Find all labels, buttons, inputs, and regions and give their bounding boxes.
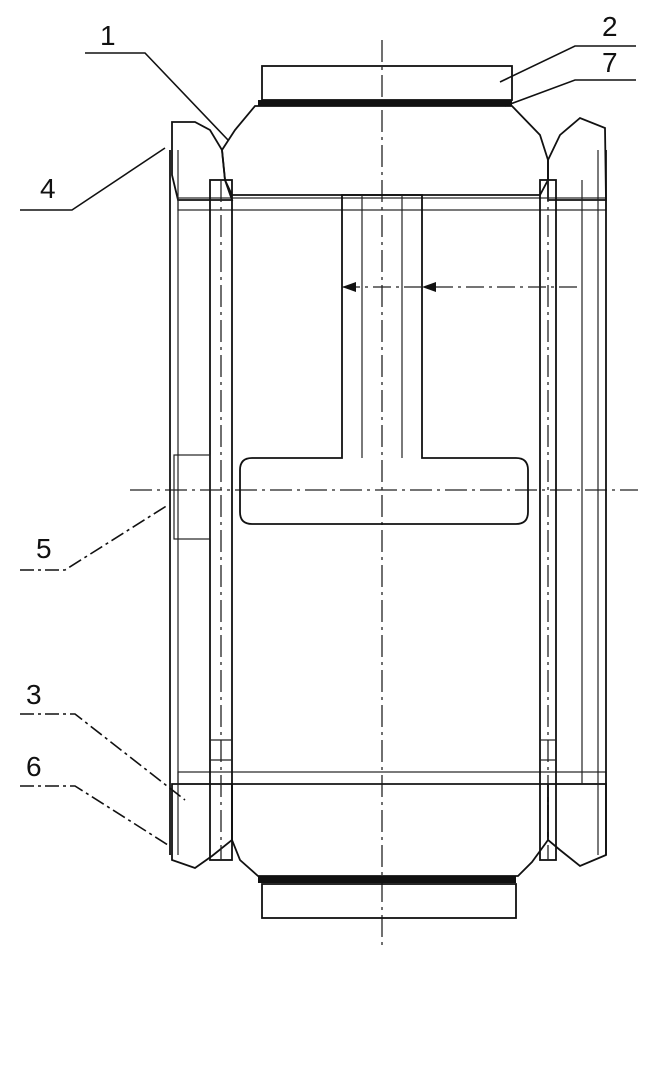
dimension-arrow-right	[422, 282, 436, 292]
central-t-piston	[239, 194, 529, 525]
part-label-2: 2	[602, 11, 618, 42]
top-inner-strip	[177, 197, 607, 211]
leader-line-2	[499, 45, 636, 83]
leader-line-3	[20, 713, 186, 801]
bottom-inner-strip	[177, 771, 607, 785]
top-outer-ring	[261, 65, 513, 101]
leader-line-5	[20, 504, 169, 571]
part-label-5: 5	[36, 533, 52, 564]
part-label-1: 1	[100, 20, 116, 51]
part-label-6: 6	[26, 751, 42, 782]
leader-line-1	[85, 52, 229, 141]
dimension-arrow-left	[342, 282, 356, 292]
bottom-thin-layer	[258, 876, 516, 883]
part-label-7: 7	[602, 47, 618, 78]
leader-line-4	[20, 147, 166, 211]
leader-line-6	[20, 785, 169, 846]
part-label-4: 4	[40, 173, 56, 204]
left-spacer-block	[173, 454, 211, 540]
bottom-hub-body	[231, 783, 549, 877]
part-label-3: 3	[26, 679, 42, 710]
bottom-hub-left-flange	[171, 783, 233, 870]
top-hub-body	[221, 105, 549, 196]
bottom-outer-ring	[261, 883, 517, 919]
leader-line-7	[504, 79, 636, 107]
top-thin-layer	[258, 100, 512, 106]
